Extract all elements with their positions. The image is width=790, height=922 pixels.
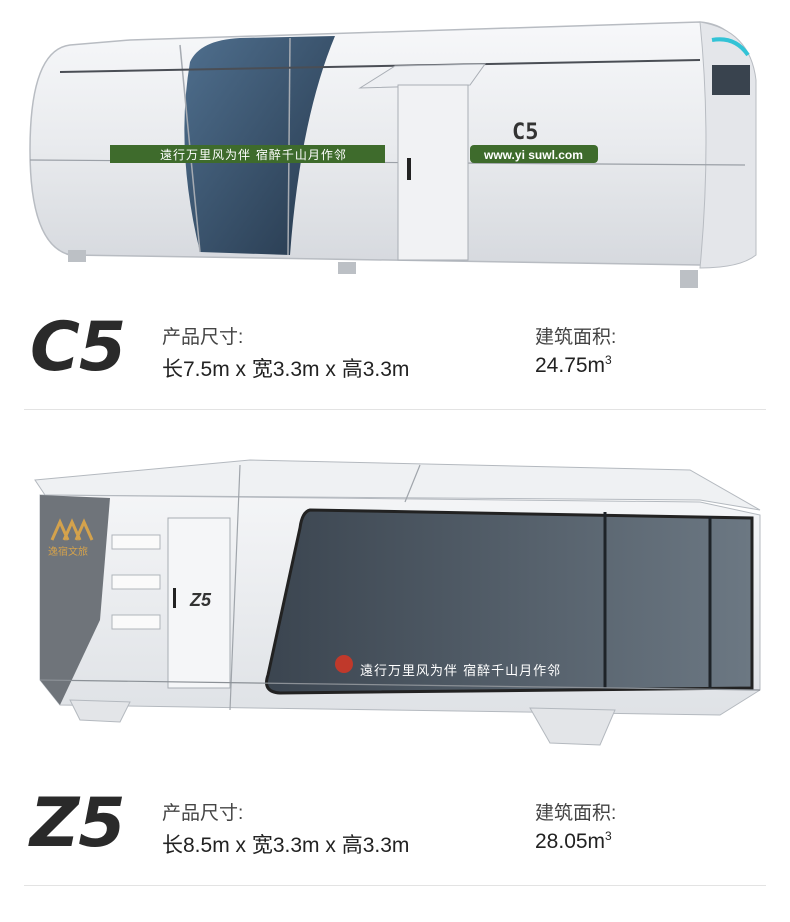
- c5-banner-text: 遠行万里风为伴 宿醉千山月作邻: [160, 148, 347, 162]
- c5-model-title: C5: [30, 308, 126, 387]
- z5-side-text: Z5: [190, 590, 212, 610]
- c5-area-label: 建筑面积:: [535, 327, 617, 348]
- divider-top: [24, 409, 766, 410]
- c5-size-label: 产品尺寸:: [162, 327, 244, 348]
- c5-area-value: 24.75m3: [535, 353, 612, 377]
- z5-model-title: Z5: [30, 784, 126, 863]
- z5-banner-text: 遠行万里风为伴 宿醉千山月作邻: [360, 664, 562, 679]
- z5-area-label: 建筑面积:: [535, 803, 617, 824]
- c5-side-text: C5: [512, 120, 539, 145]
- product-z5: 逸宿文旅 Z5 遠行万里风为伴 宿醉千山月作邻 Z5 产品尺寸: 长8.5m x…: [0, 440, 790, 900]
- z5-area-value: 28.05m3: [535, 829, 612, 853]
- c5-size-value: 长7.5m x 宽3.3m x 高3.3m: [162, 358, 410, 381]
- z5-size-label: 产品尺寸:: [162, 803, 244, 824]
- product-c5: 遠行万里风为伴 宿醉千山月作邻 C5 www.yi suwl.com C5 产品…: [0, 0, 790, 410]
- z5-logo-text: 逸宿文旅: [48, 547, 88, 558]
- c5-capsule-illustration: [29, 21, 757, 288]
- z5-size-value: 长8.5m x 宽3.3m x 高3.3m: [162, 834, 410, 857]
- divider-bottom: [24, 885, 766, 886]
- z5-capsule-illustration: [34, 459, 761, 746]
- c5-website: www.yi suwl.com: [484, 148, 583, 162]
